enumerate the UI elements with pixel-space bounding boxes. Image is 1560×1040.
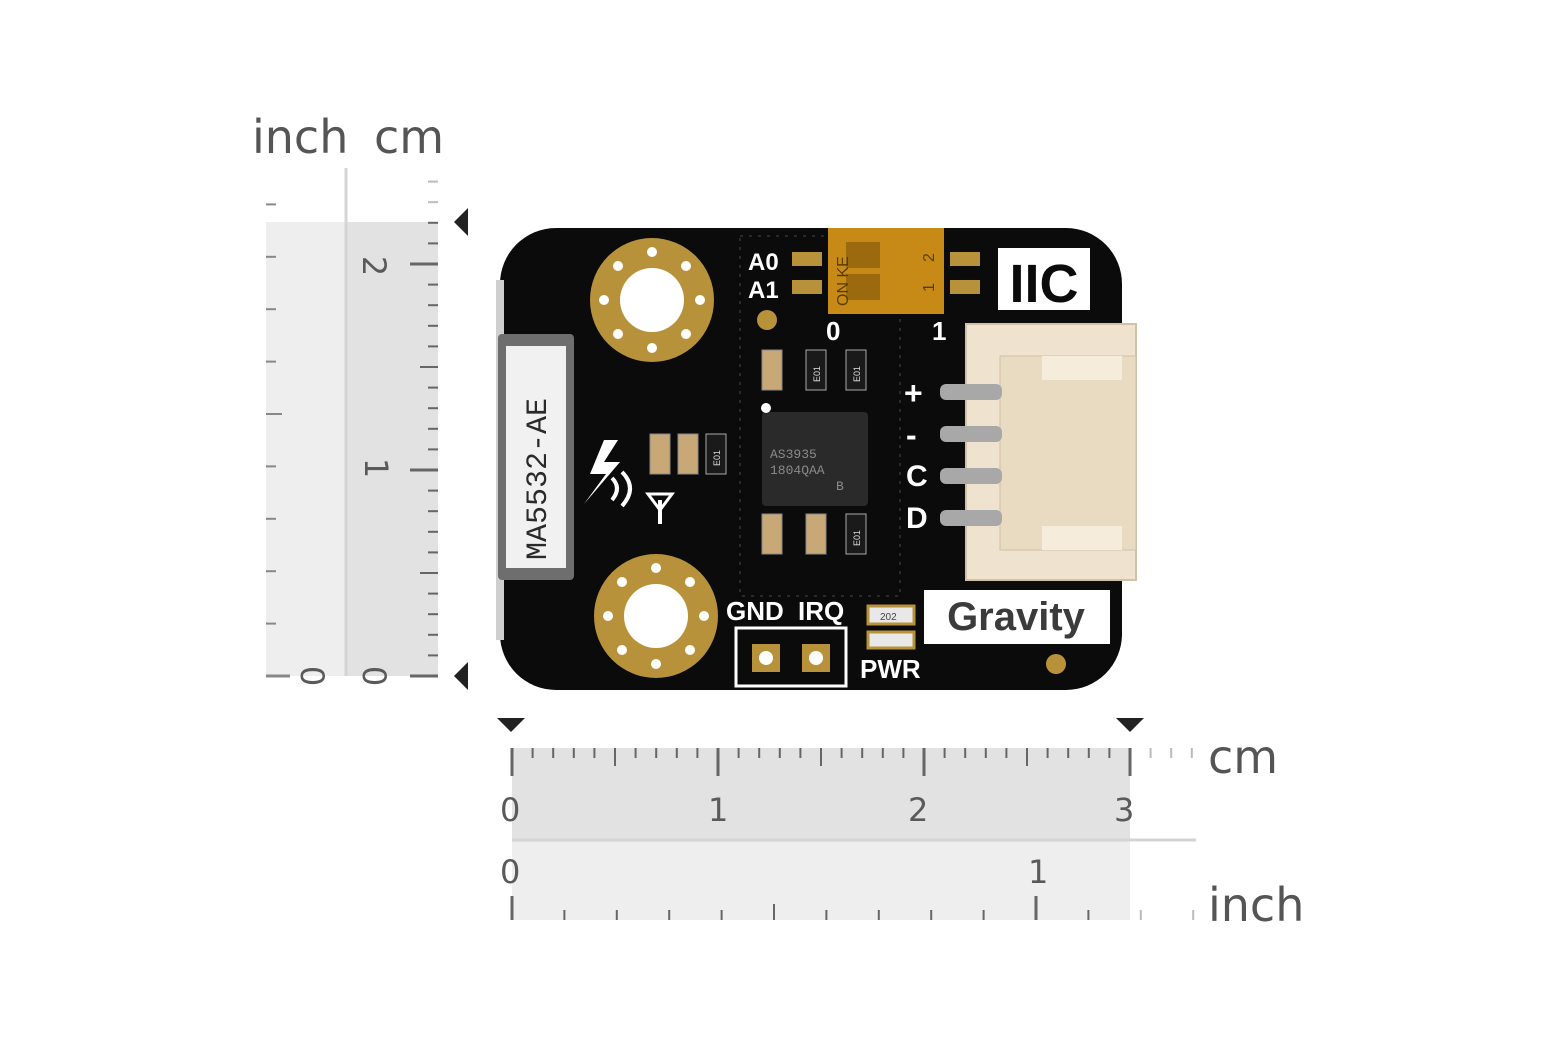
capacitor [677, 433, 699, 475]
signal-wave-2 [620, 470, 632, 508]
dip-switch-toggle-2 [846, 274, 880, 300]
lightning-icon [584, 440, 620, 504]
via [1046, 654, 1066, 674]
pad-a1 [792, 280, 822, 294]
horizontal-ruler-inch-unit: inch [1208, 878, 1305, 932]
horizontal-cm-tick-1: 1 [708, 791, 729, 829]
label-a0: A0 [748, 249, 779, 276]
gravity-label-box [924, 590, 1110, 644]
vertical-ruler-cm-unit: cm [374, 110, 445, 164]
connector-pin-plus [940, 384, 1002, 400]
ruler-marker-bottom [454, 662, 468, 690]
led-code: 202 [880, 612, 897, 623]
switch-pos-0: 0 [826, 316, 840, 346]
gravity-label: Gravity [947, 595, 1086, 639]
pin1-dot [761, 403, 771, 413]
antenna-part-label: MA5532-AE [522, 398, 556, 560]
signal-wave-1 [610, 476, 619, 502]
resistor-code: E01 [852, 530, 862, 546]
mounting-hole-top [590, 238, 714, 362]
chip-marking-2: 1804QAA [770, 463, 825, 478]
resistor-code: E01 [852, 366, 862, 382]
connector-latch-bottom [1042, 526, 1122, 550]
connector-latch-top [1042, 356, 1122, 380]
pwr-led [866, 630, 916, 650]
resistor [705, 433, 727, 475]
capacitor [761, 513, 783, 555]
horizontal-cm-tick-3: 3 [1114, 791, 1135, 829]
label-a1: A1 [748, 277, 779, 304]
pin-label-c: C [906, 460, 928, 493]
chip-marking-1: AS3935 [770, 447, 817, 462]
pwr-label: PWR [860, 654, 921, 684]
resistor-code: E01 [812, 366, 822, 382]
resistor [845, 349, 867, 391]
gnd-label: GND [726, 596, 784, 626]
pad-switch-1 [950, 252, 980, 266]
iic-label: IIC [1009, 254, 1078, 314]
resistor [845, 513, 867, 555]
resistor [805, 349, 827, 391]
antenna-coil-label-bg [506, 346, 566, 568]
pin-label-d: D [906, 502, 928, 535]
pin-label-minus: - [906, 417, 917, 453]
resistor-code: E01 [712, 450, 722, 466]
vertical-ruler-cm-band [346, 222, 438, 676]
horizontal-cm-tick-2: 2 [908, 791, 929, 829]
switch-num-1: 1 [921, 283, 938, 292]
via [757, 310, 777, 330]
pad-a0 [792, 252, 822, 266]
horizontal-cm-tick-0: 0 [500, 791, 521, 829]
horizontal-ruler-cm-unit: cm [1208, 730, 1279, 784]
chip-marking-3: B [836, 479, 844, 494]
switch-on-label: ON KE [835, 256, 852, 306]
pad-switch-2 [950, 280, 980, 294]
ruler-marker-left [497, 718, 525, 732]
horizontal-inch-tick-0: 0 [500, 853, 521, 891]
switch-pos-1: 1 [932, 316, 946, 346]
horizontal-ruler-ticks [510, 748, 1195, 920]
as3935-chip [762, 412, 868, 506]
ruler-marker-right [1116, 718, 1144, 732]
capacitor [649, 433, 671, 475]
led-202 [866, 604, 916, 626]
connector-pin-d [940, 510, 1002, 526]
connector-pin-minus [940, 426, 1002, 442]
connector-housing [999, 355, 1137, 551]
vertical-inch-tick-0: 0 [293, 665, 332, 687]
vertical-cm-tick-0: 0 [355, 665, 394, 687]
gnd-irq-header [734, 626, 848, 688]
capacitor [805, 513, 827, 555]
antenna-icon [645, 492, 675, 524]
dip-switch-toggle-1 [846, 242, 880, 268]
vertical-cm-tick-2: 2 [355, 255, 394, 277]
vertical-ruler-ticks [266, 180, 438, 678]
vertical-cm-tick-1: 1 [357, 457, 396, 479]
iic-label-box [998, 248, 1090, 310]
ruler-marker-top [454, 208, 468, 236]
mounting-hole-bottom [594, 554, 718, 678]
capacitor [761, 349, 783, 391]
sensor-board: A0 A1 ON KE 2 1 0 1 IIC + - C D GND IRQ … [496, 228, 1137, 690]
vertical-ruler-inch-unit: inch [252, 110, 349, 164]
horizontal-inch-tick-1: 1 [1028, 853, 1049, 891]
pin-label-plus: + [904, 375, 923, 411]
switch-num-2: 2 [921, 253, 938, 262]
irq-label: IRQ [798, 596, 844, 626]
connector-pin-c [940, 468, 1002, 484]
